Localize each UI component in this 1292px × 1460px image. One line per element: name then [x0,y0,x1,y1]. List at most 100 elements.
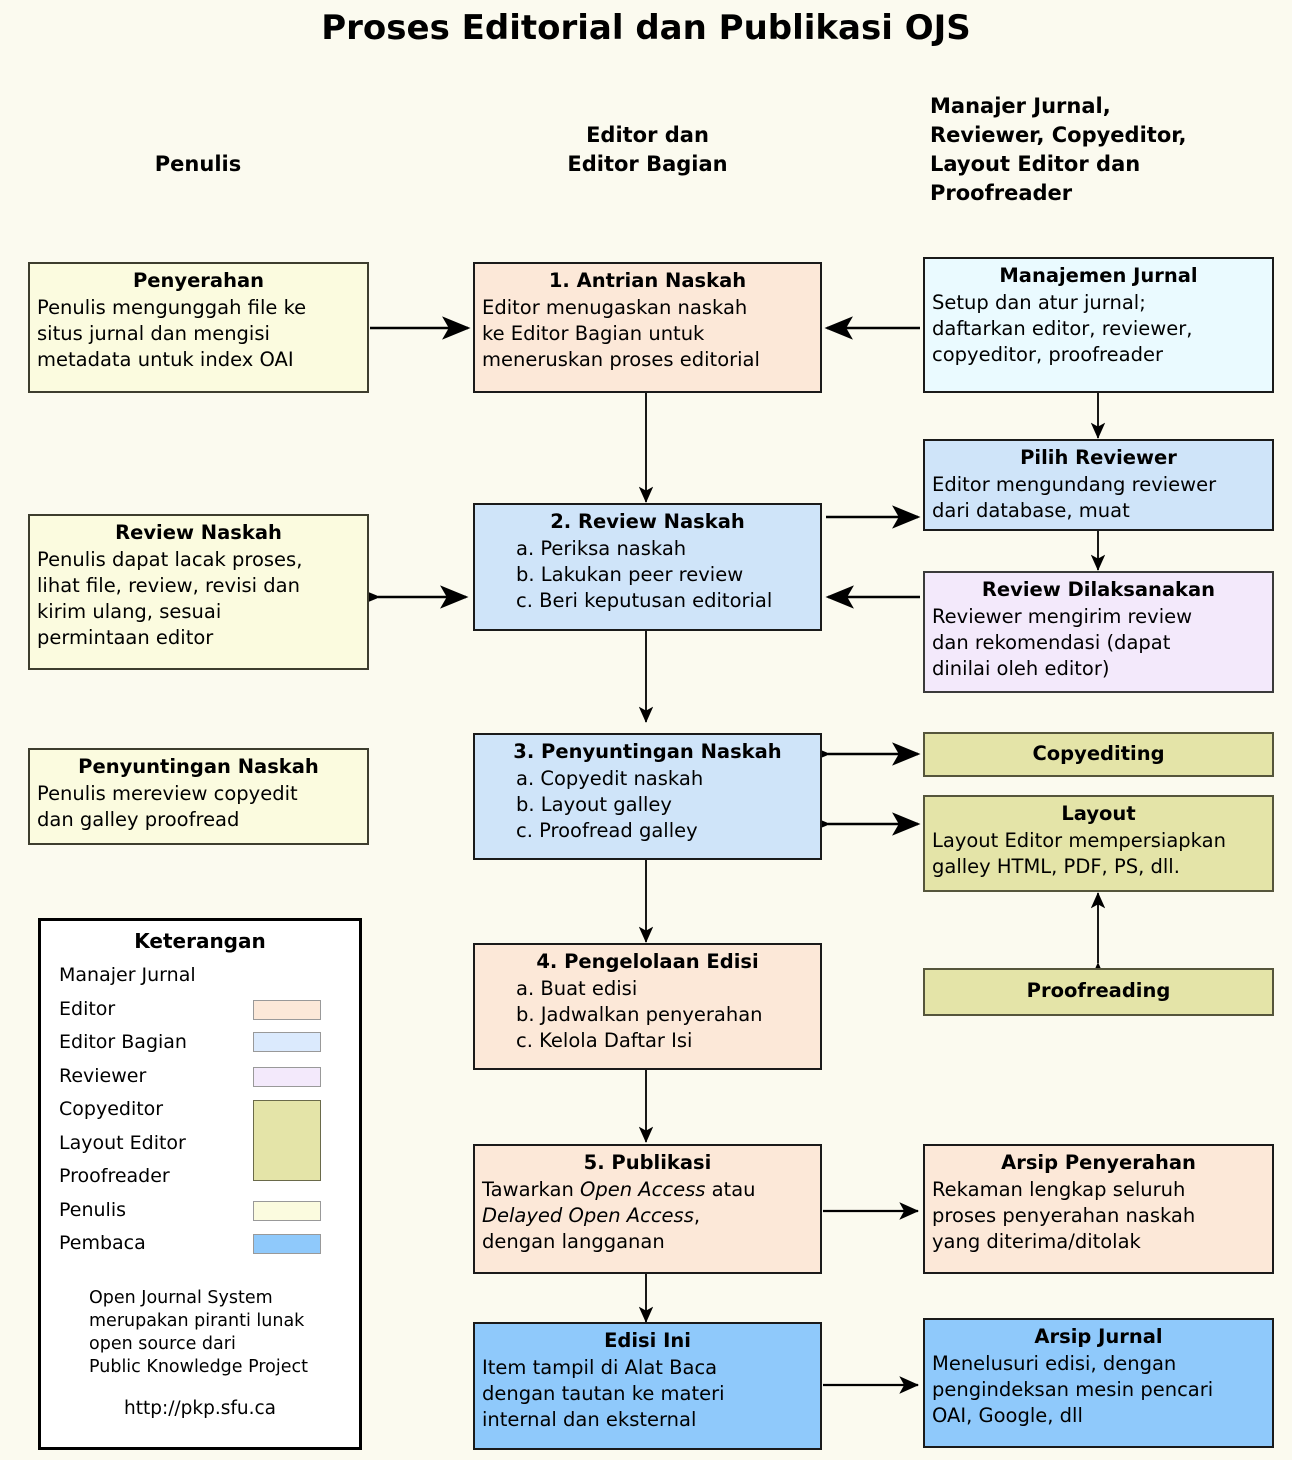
box-pengelolaan-edisi-line-1: a. Buat edisi [516,976,638,1000]
box-antrian-naskah-line-3: meneruskan proses editorial [482,347,760,371]
box-arsip-jurnal-line-3: OAI, Google, dll [932,1403,1083,1427]
legend-label-pembaca: Pembaca [59,1232,146,1254]
box-edisi-ini-line-3: internal dan eksternal [482,1407,697,1431]
legend-url: http://pkp.sfu.ca [123,1397,277,1419]
legend-row-editor: Editor [41,993,359,1027]
box-penyuntingan-penulis-line-1: Penulis mereview copyedit [37,781,298,805]
box-proofreading[interactable]: Proofreading [923,968,1274,1016]
legend-title: Keterangan [134,929,266,953]
box-review-naskah-line-2: b. Lakukan peer review [516,562,744,586]
box-antrian-naskah-title: 1. Antrian Naskah [548,269,747,292]
box-review-naskah-line-1: a. Periksa naskah [516,536,687,560]
legend-label-manajer-jurnal: Manajer Jurnal [59,964,196,986]
box-arsip-penyerahan-line-2: proses penyerahan naskah [932,1203,1196,1227]
box-publikasi-line-2: Delayed Open Access, [482,1203,701,1227]
box-edisi-ini-line-2: dengan tautan ke materi [482,1381,725,1405]
box-copyediting-title: Copyediting [1032,741,1165,765]
legend-rows: Manajer Jurnal Editor Editor Bagian Revi… [41,959,359,1261]
legend-row-layout-editor: Layout Editor [41,1127,359,1161]
box-arsip-penyerahan[interactable]: Arsip Penyerahan Rekaman lengkap seluruh… [923,1144,1274,1274]
box-review-naskah-penulis-line-1: Penulis dapat lacak proses, [37,547,303,571]
legend-row-copyeditor: Copyeditor [41,1093,359,1181]
box-proofreading-title: Proofreading [1026,979,1171,1003]
legend-row-reviewer: Reviewer [41,1060,359,1094]
box-penyerahan-line-3: metadata untuk index OAI [37,347,294,371]
box-penyuntingan-naskah[interactable]: 3. Penyuntingan Naskah a. Copyedit naska… [473,733,822,860]
box-manajemen-jurnal-line-1: Setup dan atur jurnal; [932,290,1146,314]
box-copyediting[interactable]: Copyediting [923,732,1274,777]
legend-row-penulis: Penulis [41,1194,359,1228]
box-edisi-ini[interactable]: Edisi Ini Item tampil di Alat Baca denga… [473,1322,822,1450]
box-publikasi-line-3: dengan langganan [482,1229,665,1253]
column-header-lainnya: Manajer Jurnal, Reviewer, Copyeditor, La… [930,94,1187,205]
box-antrian-naskah[interactable]: 1. Antrian Naskah Editor menugaskan nask… [473,262,822,393]
legend-swatch-pembaca [253,1234,321,1254]
box-edisi-ini-title: Edisi Ini [604,1329,691,1352]
box-penyuntingan-penulis-title: Penyuntingan Naskah [78,755,319,778]
box-review-dilaksanakan-line-2: dan rekomendasi (dapat [932,630,1171,654]
box-review-naskah-line-3: c. Beri keputusan editorial [516,588,773,612]
legend-label-editor-bagian: Editor Bagian [59,1031,187,1053]
box-penyuntingan-naskah-line-3: c. Proofread galley [516,818,698,842]
box-arsip-penyerahan-line-1: Rekaman lengkap seluruh [932,1177,1186,1201]
legend-row-editor-bagian: Editor Bagian [41,1026,359,1060]
legend-label-layout-editor: Layout Editor [59,1131,186,1154]
box-manajemen-jurnal-line-3: copyeditor, proofreader [932,342,1163,366]
column-header-editor: Editor dan Editor Bagian [567,123,728,176]
page-title: Proses Editorial dan Publikasi OJS [321,8,971,48]
legend-swatch-editor-bagian [253,1032,321,1052]
legend-note: Open Journal System merupakan piranti lu… [89,1287,308,1378]
box-layout[interactable]: Layout Layout Editor mempersiapkan galle… [923,795,1274,892]
box-penyuntingan-penulis[interactable]: Penyuntingan Naskah Penulis mereview cop… [28,748,369,845]
box-penyerahan-line-2: situs jurnal dan mengisi [37,321,270,345]
box-layout-line-2: galley HTML, PDF, PS, dll. [932,854,1180,878]
column-header-penulis: Penulis [154,152,242,176]
legend-swatch-reviewer [253,1066,321,1087]
legend-swatch-editor [253,999,321,1020]
box-review-naskah-title: 2. Review Naskah [550,510,745,533]
box-penyerahan-line-1: Penulis mengunggah file ke [37,295,307,319]
box-edisi-ini-line-1: Item tampil di Alat Baca [482,1355,718,1379]
legend-swatch-copyeditor-layout-proofreader [253,1100,321,1181]
box-arsip-jurnal-line-1: Menelusuri edisi, dengan [932,1351,1177,1375]
box-manajemen-jurnal[interactable]: Manajemen Jurnal Setup dan atur jurnal; … [923,257,1274,393]
legend-label-penulis: Penulis [59,1198,127,1221]
box-arsip-penyerahan-title: Arsip Penyerahan [1001,1151,1196,1174]
box-review-dilaksanakan[interactable]: Review Dilaksanakan Reviewer mengirim re… [923,571,1274,693]
box-pilih-reviewer-line-1: Editor mengundang reviewer [932,472,1217,496]
legend-swatch-penulis [253,1200,321,1221]
box-pilih-reviewer-line-2: dari database, muat [932,498,1130,522]
legend-label-editor: Editor [59,997,116,1020]
box-pengelolaan-edisi-line-2: b. Jadwalkan penyerahan [516,1002,763,1026]
box-publikasi[interactable]: 5. Publikasi Tawarkan Open Access atau D… [473,1144,822,1274]
legend-row-proofreader: Proofreader [41,1160,359,1194]
box-pengelolaan-edisi-title: 4. Pengelolaan Edisi [536,950,759,973]
box-review-naskah-penulis-title: Review Naskah [115,521,282,544]
box-arsip-jurnal[interactable]: Arsip Jurnal Menelusuri edisi, dengan pe… [923,1318,1274,1448]
box-penyerahan[interactable]: Penyerahan Penulis mengunggah file ke si… [28,262,369,393]
box-review-dilaksanakan-line-3: dinilai oleh editor) [932,656,1110,680]
box-review-naskah[interactable]: 2. Review Naskah a. Periksa naskah b. La… [473,503,822,631]
box-arsip-jurnal-title: Arsip Jurnal [1034,1325,1163,1348]
box-manajemen-jurnal-line-2: daftarkan editor, reviewer, [932,316,1193,340]
box-pengelolaan-edisi[interactable]: 4. Pengelolaan Edisi a. Buat edisi b. Ja… [473,943,822,1070]
box-penyuntingan-naskah-title: 3. Penyuntingan Naskah [513,740,782,763]
box-review-naskah-penulis-line-3: kirim ulang, sesuai [37,599,222,623]
legend-label-proofreader: Proofreader [59,1165,170,1187]
box-pilih-reviewer[interactable]: Pilih Reviewer Editor mengundang reviewe… [923,439,1274,531]
box-review-dilaksanakan-line-1: Reviewer mengirim review [932,604,1193,628]
box-publikasi-line-1: Tawarkan Open Access atau [482,1177,756,1201]
box-review-naskah-penulis[interactable]: Review Naskah Penulis dapat lacak proses… [28,514,369,670]
box-pengelolaan-edisi-line-3: c. Kelola Daftar Isi [516,1028,693,1052]
box-penyerahan-title: Penyerahan [132,269,265,292]
box-antrian-naskah-line-1: Editor menugaskan naskah [482,295,748,319]
box-arsip-jurnal-line-2: pengindeksan mesin pencari [932,1377,1214,1401]
legend-label-reviewer: Reviewer [59,1064,147,1087]
box-pilih-reviewer-title: Pilih Reviewer [1020,446,1177,469]
legend-label-copyeditor: Copyeditor [59,1098,164,1120]
box-publikasi-title: 5. Publikasi [583,1151,712,1174]
box-review-naskah-penulis-line-2: lihat file, review, revisi dan [37,573,300,597]
box-penyuntingan-naskah-line-1: a. Copyedit naskah [516,766,704,790]
legend-row-pembaca: Pembaca [41,1227,359,1261]
